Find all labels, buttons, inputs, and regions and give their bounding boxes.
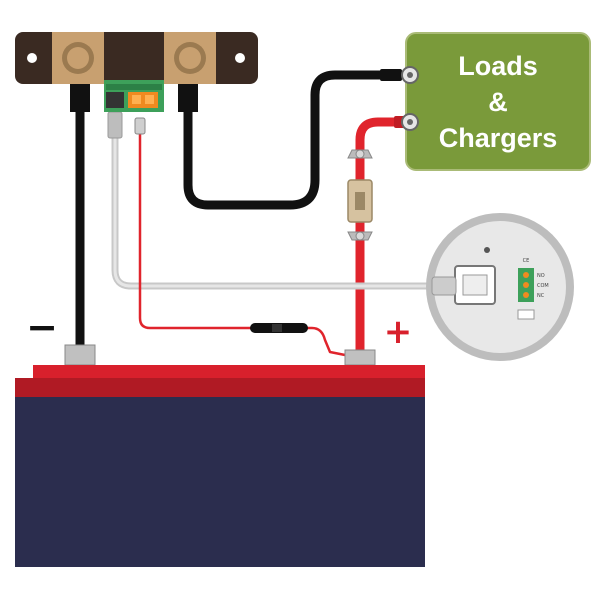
shunt-mount-hole-right (235, 53, 245, 63)
monitor-indicator-dot (484, 247, 490, 253)
negative-cable-lug (70, 82, 90, 112)
load-positive-terminal (401, 113, 419, 131)
positive-battery-cable (355, 117, 400, 355)
relay-label-no: NO (537, 273, 545, 279)
load-negative-lug-box (380, 69, 402, 81)
battery-body (15, 397, 425, 567)
positive-sign: + (384, 312, 413, 352)
shunt-base (15, 32, 258, 84)
monitor-relay-terminals (518, 268, 534, 302)
battery-lid (33, 365, 425, 381)
shunt-bolt-left (62, 42, 94, 74)
monitor-cable-plug (431, 276, 457, 296)
battery-positive-post (344, 349, 376, 366)
shunt-mount-hole-left (27, 53, 37, 63)
sense-wire-pin (134, 117, 146, 135)
relay-label-com: COM (537, 283, 549, 289)
monitor-sticker (517, 309, 535, 320)
shunt-terminal-block (128, 92, 158, 108)
shunt (15, 32, 258, 112)
loads-chargers-box: Loads & Chargers (401, 32, 591, 171)
battery-negative-post (64, 344, 96, 366)
voltage-sense-wire (138, 130, 351, 358)
relay-label-nc: NC (537, 293, 545, 299)
data-cable-plug (107, 111, 123, 139)
shunt-bolt-right (174, 42, 206, 74)
load-negative-cable (183, 70, 385, 210)
monitor-face (434, 221, 566, 353)
battery-monitor: CE NO COM NC (426, 213, 574, 361)
positive-cable-fuse (347, 149, 373, 241)
shunt-rj12-port (106, 92, 124, 108)
loads-label-line3: Chargers (439, 123, 558, 153)
negative-sign: − (26, 305, 58, 349)
inline-fuse-holder (250, 323, 308, 333)
loads-label-line1: Loads (458, 51, 538, 81)
loads-label-line2: & (488, 87, 508, 117)
load-negative-lug-shunt (178, 82, 198, 112)
battery-lid-band (15, 378, 425, 397)
battery: − + (15, 305, 425, 567)
load-negative-terminal (401, 66, 419, 84)
monitor-ce-mark: CE (523, 258, 530, 264)
